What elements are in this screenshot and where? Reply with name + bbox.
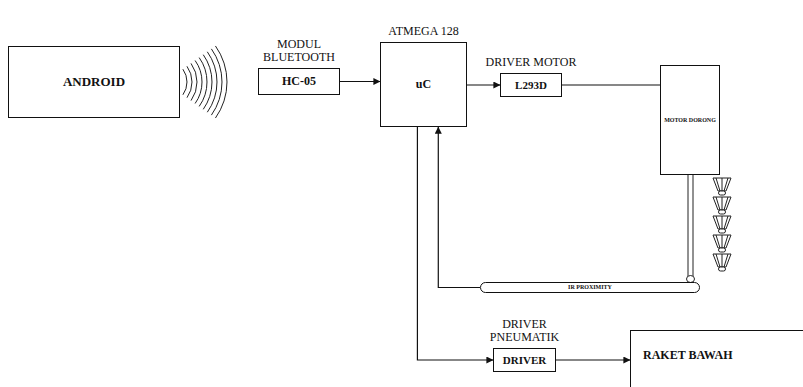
node-label: RAKET BAWAH xyxy=(643,349,732,362)
wave-arc xyxy=(203,55,212,110)
sensor-pill: IR PROXIMITY xyxy=(480,282,700,293)
connector-arrow xyxy=(467,84,500,85)
shuttlecock xyxy=(713,178,731,191)
shuttlecock-cork xyxy=(719,210,726,214)
node-label: uC xyxy=(416,78,431,91)
node-label: L293D xyxy=(515,79,547,91)
output-box: RAKET BAWAH xyxy=(630,330,803,387)
wave-arc xyxy=(191,63,197,100)
driver-box: DRIVER MOTORL293D xyxy=(500,73,562,97)
wave-arc xyxy=(211,49,222,115)
wave-arc xyxy=(207,52,217,112)
microcontroller-box: ATMEGA 128uC xyxy=(380,42,467,127)
node-label: IR PROXIMITY xyxy=(568,284,612,291)
shuttlecock xyxy=(713,216,731,229)
shuttlecock-stack xyxy=(713,178,731,271)
shuttlecock-cork xyxy=(719,191,726,195)
connector-arrow xyxy=(417,127,493,360)
wave-arc xyxy=(183,69,187,95)
shuttlecock-cork xyxy=(719,248,726,252)
push-rod xyxy=(687,175,695,283)
shuttlecock-cork xyxy=(719,229,726,233)
shuttlecock xyxy=(713,235,731,248)
wave-arc xyxy=(215,46,227,118)
wave-arc xyxy=(195,61,202,104)
node-label: DRIVER xyxy=(503,354,546,366)
device-box: ANDROID xyxy=(8,46,180,118)
connector-arrow xyxy=(340,81,380,82)
wireless-waves xyxy=(183,46,227,118)
node-label: HC-05 xyxy=(282,75,316,88)
node-label: MOTOR DORONG xyxy=(664,117,716,124)
wave-arc xyxy=(187,66,192,97)
motor-box: MOTOR DORONG xyxy=(660,65,720,175)
node-heading: ATMEGA 128 xyxy=(384,25,464,38)
node-heading: DRIVER PNEUMATIK xyxy=(475,318,575,344)
wave-arc xyxy=(199,58,207,107)
driver-box: DRIVER PNEUMATIKDRIVER xyxy=(493,348,556,372)
shuttlecock-cork xyxy=(719,267,726,271)
connector-arrow xyxy=(556,359,630,360)
node-label: ANDROID xyxy=(63,75,125,89)
node-heading: DRIVER MOTOR xyxy=(466,56,596,69)
shuttlecock xyxy=(713,197,731,210)
module-box: MODUL BLUETOOTHHC-05 xyxy=(258,68,340,95)
shuttlecock xyxy=(713,254,731,267)
connector-arrow xyxy=(438,127,480,288)
connector-arrow xyxy=(562,84,660,85)
node-heading: MODUL BLUETOOTH xyxy=(249,38,349,64)
